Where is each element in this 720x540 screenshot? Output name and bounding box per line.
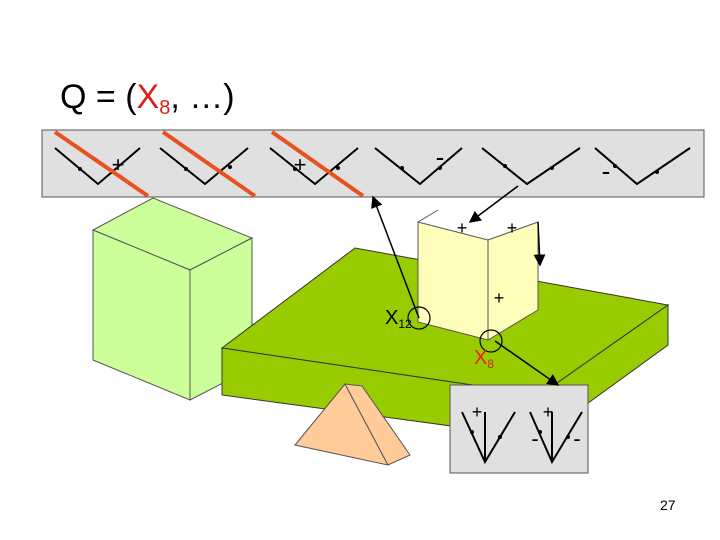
yellow-box (417, 209, 539, 341)
v-glyph-5 (481, 147, 581, 186)
sub-sign-4: - (573, 426, 580, 451)
page-number: 27 (660, 497, 676, 513)
label-x8: X8 (474, 347, 494, 371)
label-x8-letter: X (474, 347, 487, 369)
label-x8-index: 8 (487, 357, 494, 371)
label-x12-letter: X (385, 307, 398, 329)
box-sign-2: + (507, 218, 518, 238)
sub-sign-2: + (543, 402, 554, 422)
strip-sign-4: - (602, 156, 611, 186)
strike-lines (53, 130, 365, 198)
arrow-x12-to-strip (371, 195, 420, 319)
sub-sign-1: + (472, 402, 483, 422)
arrow-strip-to-box (468, 185, 519, 223)
v-glyph-4 (374, 147, 463, 186)
strip-sign-2: + (294, 152, 307, 177)
arrow-glyph-2 (529, 411, 583, 465)
sub-sign-3: - (531, 426, 538, 451)
label-x12-index: 12 (398, 317, 412, 331)
title-variable: X8 (136, 78, 171, 119)
x8-circle (479, 329, 503, 353)
connector-arrows (371, 185, 560, 386)
page-title: Q = (X8, …) (60, 78, 235, 120)
title-variable-index: 8 (159, 97, 171, 119)
arrow-x8-to-panel (494, 340, 560, 386)
v-glyph-3 (269, 147, 359, 186)
title-variable-letter: X (136, 78, 160, 116)
v-glyph-6 (594, 147, 691, 186)
v-glyph-2 (159, 147, 249, 186)
x12-circle (407, 306, 431, 330)
peach-wedge (294, 383, 411, 466)
bottom-sub-panel: + + - - (449, 384, 589, 474)
arrow-box-down (533, 221, 546, 267)
box-sign-1: + (457, 218, 468, 238)
title-prefix: Q = ( (60, 78, 137, 116)
title-suffix: , …) (170, 78, 235, 116)
box-sign-3: + (494, 288, 505, 308)
strip-sign-3: - (436, 142, 445, 172)
light-green-box (91, 197, 254, 401)
top-strip: + + - - (41, 129, 705, 198)
arrow-glyph-1 (461, 411, 516, 465)
label-x12: X12 (385, 307, 412, 331)
